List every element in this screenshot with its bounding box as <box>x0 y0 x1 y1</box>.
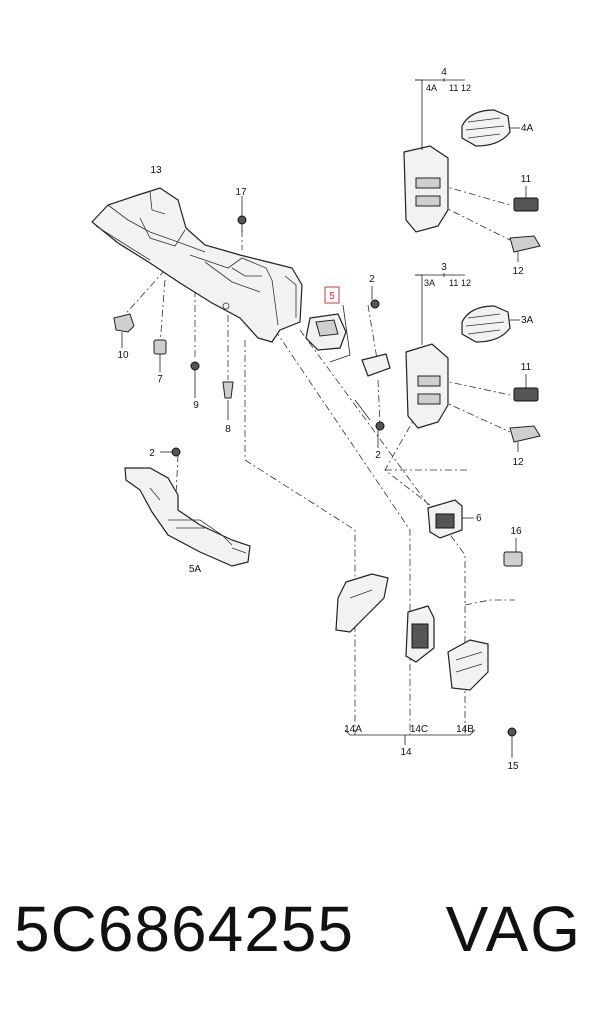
screw-part-17 <box>237 196 247 232</box>
callout-14A: 14A <box>344 724 362 735</box>
callout-labels: 13 17 10 7 9 8 2 5A 5 2 2 4 4A 11 12 4A … <box>117 67 533 772</box>
clip-bracket-near-part-5 <box>354 353 391 421</box>
clip-part-16 <box>503 538 523 567</box>
callout-12-lower: 12 <box>512 457 524 468</box>
callout-15: 15 <box>507 761 519 772</box>
vent-part-3A <box>461 305 520 343</box>
clip-part-10 <box>113 313 135 348</box>
part-number-text: 5C6864255 <box>14 893 354 965</box>
pin-part-8 <box>222 381 234 420</box>
callout-2-left: 2 <box>149 448 155 459</box>
callout-17: 17 <box>235 187 247 198</box>
clip-part-7 <box>153 339 167 372</box>
callout-3A: 3A <box>521 315 534 326</box>
callout-14: 14 <box>400 747 412 758</box>
callout-9: 9 <box>193 400 199 411</box>
callout-14C: 14C <box>410 724 428 735</box>
callout-4A-group: 4A <box>426 83 437 93</box>
callout-3-12-group: 12 <box>461 278 471 288</box>
callout-4A: 4A <box>521 123 534 134</box>
assembly-lines <box>119 184 515 735</box>
callout-14B: 14B <box>456 724 474 735</box>
cover-assembly-part-3 <box>405 274 449 429</box>
screw-part-2-lower <box>375 421 385 448</box>
bracket-part-5A <box>124 467 251 567</box>
screw-part-9 <box>190 361 200 398</box>
cover-assembly-part-4 <box>403 79 449 233</box>
screw-part-2-upper <box>370 286 380 309</box>
callout-3: 3 <box>441 262 447 273</box>
callout-2-upper: 2 <box>369 274 375 285</box>
callout-10: 10 <box>117 350 129 361</box>
callout-5A: 5A <box>189 564 202 575</box>
switch-part-11-lower <box>513 374 539 402</box>
panel-part-14A <box>335 573 389 633</box>
screw-part-15 <box>507 727 517 758</box>
callout-11-upper: 11 <box>521 174 532 185</box>
console-body-part-13 <box>91 187 303 343</box>
callout-4-11-group: 11 <box>449 83 458 93</box>
callout-16: 16 <box>510 526 522 537</box>
callout-7: 7 <box>157 374 163 385</box>
part-14-bracket <box>344 729 476 745</box>
panel-part-14C <box>405 605 435 663</box>
caption-bar: 5C6864255 VAG <box>0 880 600 1000</box>
socket-part-12-upper <box>509 235 541 262</box>
callout-11-lower: 11 <box>521 362 532 373</box>
callout-2-lower: 2 <box>375 450 381 461</box>
callout-3A-group: 3A <box>424 278 435 288</box>
socket-part-12-lower <box>509 425 541 452</box>
panel-part-14B <box>447 639 489 691</box>
callout-12-upper: 12 <box>512 266 524 277</box>
exploded-parts-diagram: 13 17 10 7 9 8 2 5A 5 2 2 4 4A 11 12 4A … <box>91 67 541 772</box>
brand-text: VAG <box>445 893 582 965</box>
holder-part-5 <box>305 304 351 363</box>
tray-part-6 <box>427 499 474 539</box>
callout-8: 8 <box>225 424 231 435</box>
callout-4-12-group: 12 <box>461 83 471 93</box>
callout-13: 13 <box>150 165 162 176</box>
callout-4: 4 <box>441 67 447 78</box>
callout-5-highlight-box <box>324 286 340 304</box>
callout-5: 5 <box>329 291 335 302</box>
screw-part-2-left <box>160 447 181 457</box>
switch-part-11-upper <box>513 186 539 212</box>
callout-6: 6 <box>476 513 482 524</box>
vent-part-4A <box>461 109 520 147</box>
callout-3-11-group: 11 <box>449 278 458 288</box>
